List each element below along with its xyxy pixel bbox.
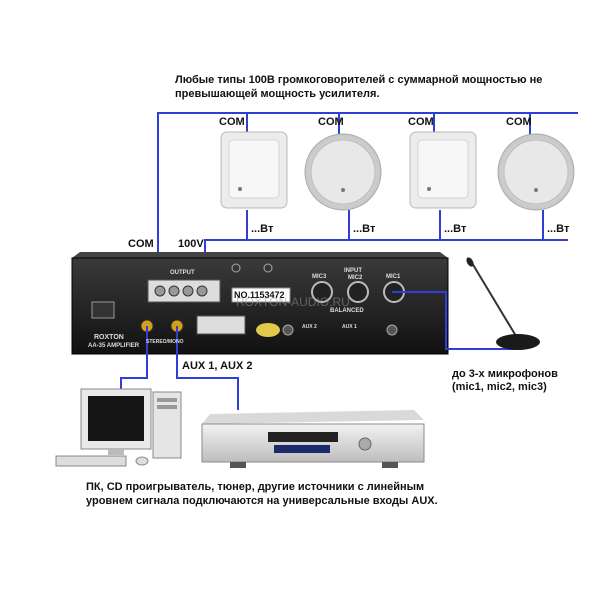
balanced-label: BALANCED — [330, 308, 364, 314]
ceiling-speaker-2 — [497, 133, 575, 211]
com-label-2: COM — [318, 116, 344, 128]
amp-model: AA-35 AMPLIFIER — [88, 343, 140, 349]
amp-aux1-label: AUX 1 — [342, 324, 357, 330]
ceiling-speaker-1 — [304, 133, 382, 211]
com-label-1: COM — [219, 116, 245, 128]
amp-brand: ROXTON — [94, 334, 124, 341]
amp-com-label: COM — [128, 238, 154, 250]
microphone — [466, 257, 540, 350]
com-label-4: COM — [506, 116, 532, 128]
aux-label: AUX 1, AUX 2 — [182, 360, 253, 372]
header-line-2: превышающей мощность усилителя. — [175, 88, 380, 100]
vt-label-2: ...Вт — [353, 223, 376, 235]
serial-number: NO.1153472 — [234, 290, 285, 300]
com-label-3: COM — [408, 116, 434, 128]
watermark: ROXTON-AUDIO.RU — [236, 295, 350, 309]
footer-line-1: ПК, CD проигрыватель, тюнер, другие исто… — [86, 481, 425, 493]
mic-wire — [392, 291, 522, 350]
input-label: INPUT — [344, 268, 362, 274]
pc — [55, 388, 182, 467]
wall-speaker-1 — [220, 131, 288, 209]
aux-wire-pc — [120, 326, 148, 392]
mic1-label: MIC1 — [386, 274, 401, 280]
aux-wire-cd — [176, 326, 239, 410]
amp-100v-label: 100V — [178, 238, 204, 250]
output-label: OUTPUT — [170, 270, 195, 276]
vt-label-1: ...Вт — [251, 223, 274, 235]
wall-speaker-2 — [409, 131, 477, 209]
vt-label-4: ...Вт — [547, 223, 570, 235]
amplifier — [71, 252, 449, 355]
footer-line-2: уровнем сигнала подключаются на универса… — [86, 495, 438, 507]
vt-label-3: ...Вт — [444, 223, 467, 235]
mic2-label: MIC2 — [348, 275, 363, 281]
stereo-label: STEREO/MONO — [146, 339, 184, 345]
header-line-1: Любые типы 100В громкоговорителей с сумм… — [175, 74, 543, 86]
mic-note-line-1: до 3-х микрофонов — [452, 368, 558, 380]
mic3-label: MIC3 — [312, 274, 327, 280]
cd-player — [201, 410, 425, 468]
mic-note-line-2: (mic1, mic2, mic3) — [452, 381, 547, 393]
com-bus-wire — [157, 112, 578, 280]
amp-aux2-label: AUX 2 — [302, 324, 317, 330]
